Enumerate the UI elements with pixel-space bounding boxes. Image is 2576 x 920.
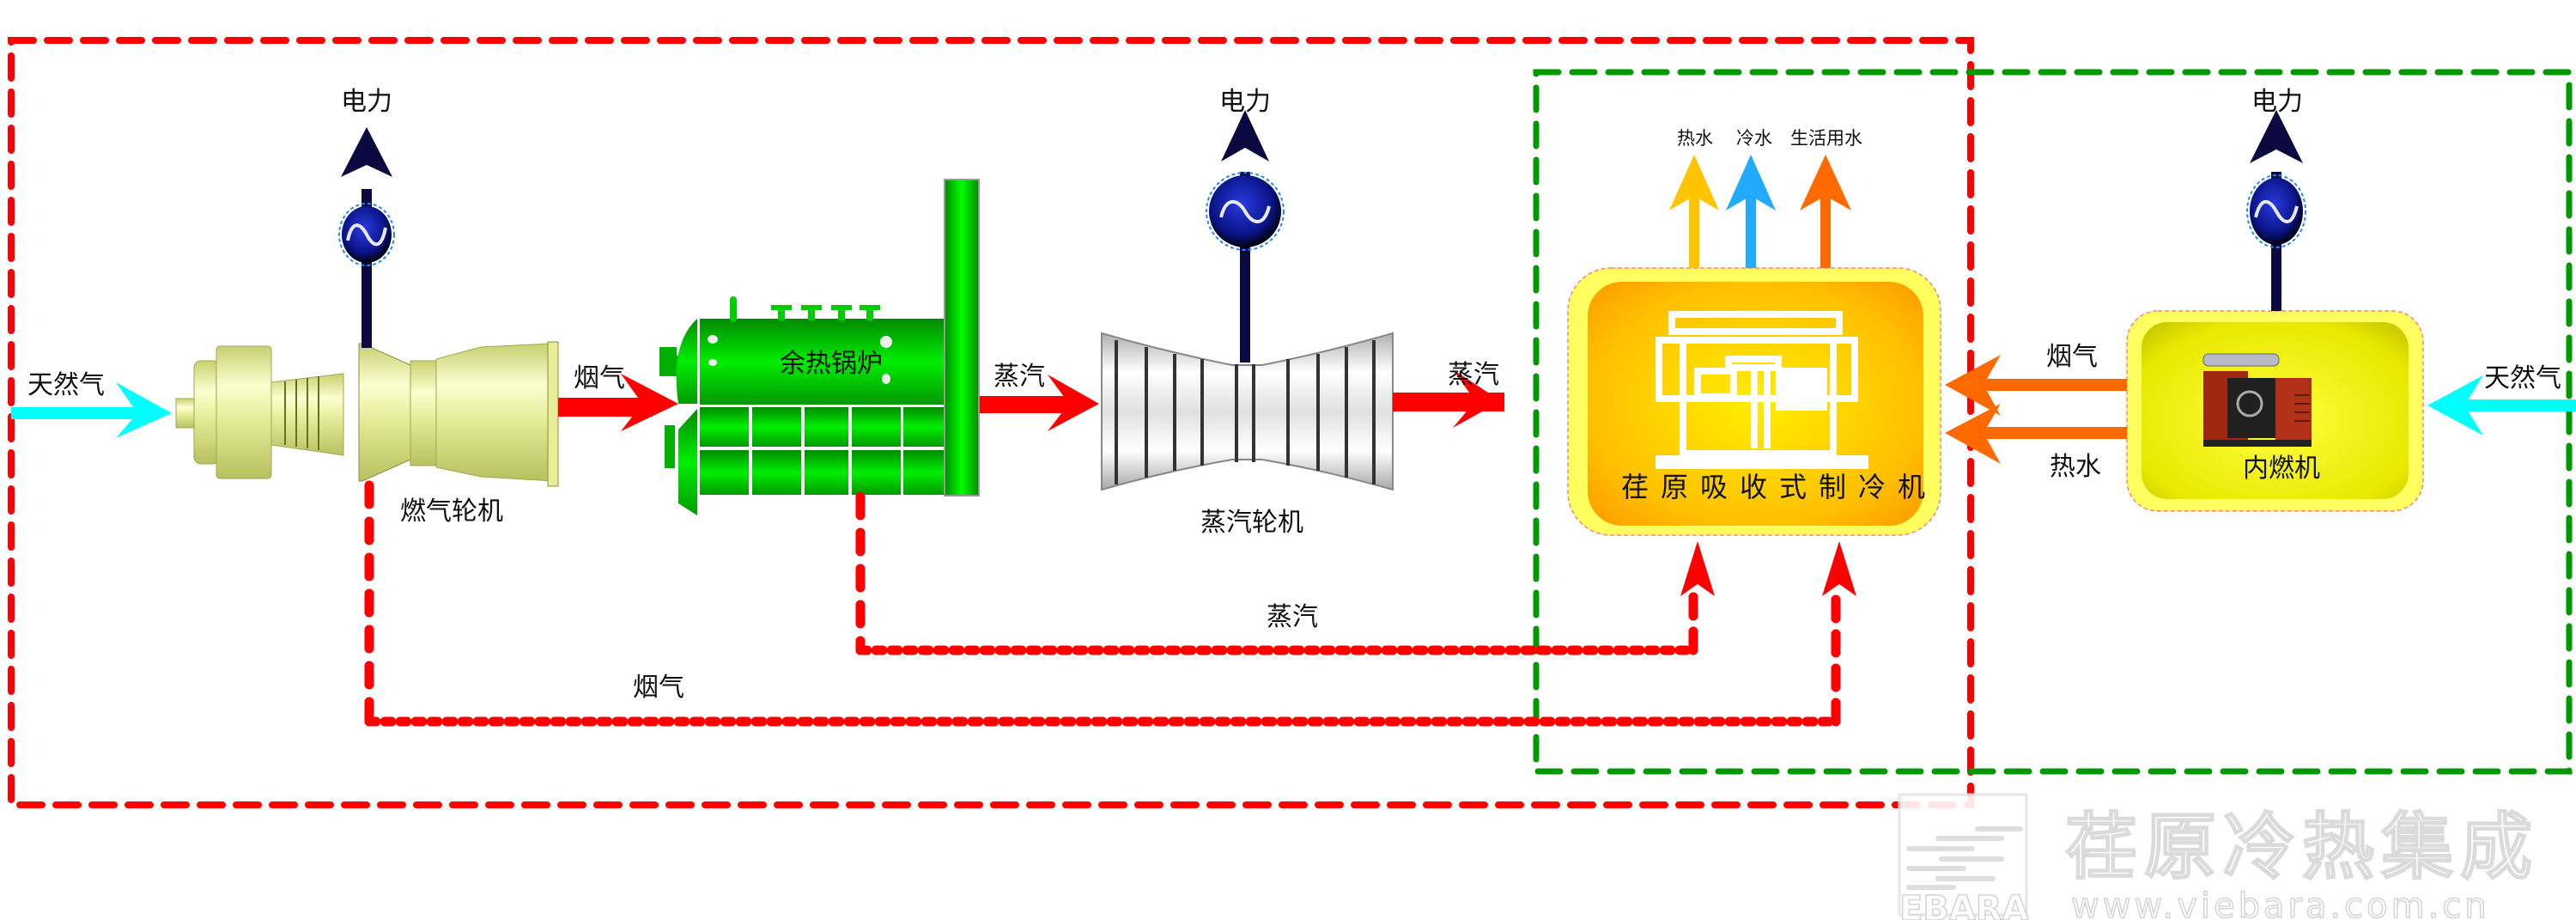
flue-gas-arrow-gt-to-hrsg [558, 374, 678, 431]
absorption-chiller[interactable] [1567, 267, 1941, 536]
chiller-label: 荏原吸收式制冷机 [1621, 471, 1937, 503]
engine-system-boundary [1533, 69, 2573, 775]
power-label-engine: 电力 [2251, 87, 2303, 117]
waste-heat-boiler-label: 余热锅炉 [780, 349, 883, 379]
natural-gas-label-right: 天然气 [2484, 363, 2561, 393]
steam-label-st: 蒸汽 [1448, 360, 1499, 390]
ac-generator-icon [2246, 174, 2306, 248]
flue-gas-bypass-arrowhead [1822, 541, 1856, 596]
boiler-stack [944, 179, 980, 497]
chilled-water-output-arrow [1726, 155, 1776, 268]
svg-text:EBARA: EBARA [1899, 889, 2029, 920]
engine-generator-set-icon [2202, 353, 2312, 447]
gas-turbine-label: 燃气轮机 [400, 497, 503, 527]
watermark-url: www.viebara.com.cn [2071, 886, 2490, 920]
hot-water-label-engine: 热水 [2050, 452, 2101, 482]
natural-gas-label-left: 天然气 [27, 370, 105, 400]
chilled-water-label: 冷水 [1736, 128, 1772, 149]
steam-bypass-label: 蒸汽 [1267, 602, 1318, 632]
flue-gas-label-engine: 烟气 [2046, 342, 2098, 372]
steam-arrow-hrsg-to-st [980, 375, 1099, 431]
steam-turbine-label: 蒸汽轮机 [1200, 508, 1303, 538]
natural-gas-arrow-left [11, 382, 172, 438]
internal-combustion-engine[interactable] [2126, 310, 2424, 512]
power-label-steam-turbine: 电力 [1219, 87, 1271, 117]
steam-bypass-pipe [855, 491, 1698, 655]
flue-gas-bypass-pipe [364, 480, 1841, 727]
watermark-company: 荏原冷热集成 [2065, 805, 2539, 889]
power-label-gas-turbine: 电力 [341, 87, 392, 117]
flue-gas-label-gt: 烟气 [574, 363, 625, 393]
gas-turbine[interactable] [175, 341, 559, 487]
steam-label-hrsg: 蒸汽 [993, 362, 1045, 392]
ebara-logo: EBARA [1898, 793, 2029, 920]
hot-water-output-arrow [1669, 155, 1719, 268]
domestic-water-output-arrow [1800, 155, 1851, 268]
engine-label: 内燃机 [2243, 454, 2320, 484]
ac-generator-icon [1206, 172, 1285, 251]
flue-gas-arrow-engine-to-chiller [1945, 355, 2127, 416]
ac-generator-icon [338, 203, 395, 266]
natural-gas-arrow-right [2427, 375, 2576, 436]
hot-water-arrow-engine-to-chiller [1945, 404, 2127, 464]
steam-bypass-arrowhead [1680, 541, 1715, 596]
flue-gas-bypass-label: 烟气 [633, 673, 684, 703]
watermark: EBARA 荏原冷热集成 www.viebara.com.cn [1898, 793, 2539, 920]
chiller-unit-icon [1656, 311, 1868, 469]
hot-water-label: 热水 [1677, 128, 1713, 149]
steam-arrow-st-to-chiller [1393, 369, 1504, 428]
domestic-water-label: 生活用水 [1790, 128, 1862, 149]
steam-turbine[interactable] [1101, 332, 1394, 491]
waste-heat-boiler[interactable] [659, 179, 980, 515]
